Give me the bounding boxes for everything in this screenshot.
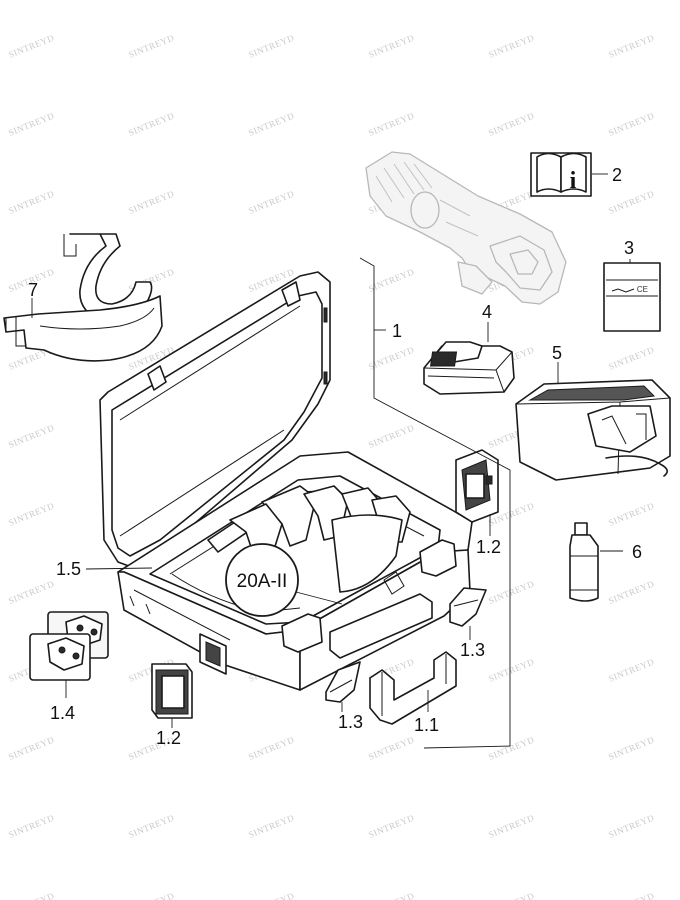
watermark-text: SINTREYD	[607, 32, 656, 59]
case-lid	[99, 271, 331, 569]
watermark-text: SINTREYD	[487, 734, 536, 761]
watermark-text: SINTREYD	[7, 188, 56, 215]
watermark-text: SINTREYD	[607, 110, 656, 137]
label-holder-right	[455, 449, 499, 523]
watermark-text: SINTREYD	[487, 578, 536, 605]
watermark-text: SINTREYD	[487, 656, 536, 683]
watermark-text: SINTREYD	[487, 890, 536, 900]
watermark-text: SINTREYD	[367, 812, 416, 839]
press-tool-ghost	[365, 151, 567, 305]
watermark-text: SINTREYD	[367, 110, 416, 137]
latch-bottom	[325, 661, 361, 703]
watermark-text: SINTREYD	[487, 110, 536, 137]
watermark-text: SINTREYD	[247, 734, 296, 761]
watermark-text: SINTREYD	[367, 890, 416, 900]
watermark-text: SINTREYD	[7, 812, 56, 839]
watermark-text: SINTREYD	[247, 110, 296, 137]
watermark-text: SINTREYD	[247, 188, 296, 215]
callout-1-3-bottom: 1.3	[338, 712, 363, 732]
callout-3: 3	[624, 238, 634, 258]
watermark-text: SINTREYD	[607, 734, 656, 761]
watermark-text: SINTREYD	[247, 890, 296, 900]
manual-icon: i	[530, 152, 592, 197]
watermark-text: SINTREYD	[7, 890, 56, 900]
watermark-text: SINTREYD	[127, 890, 176, 900]
certificate-card: CE	[603, 262, 661, 332]
watermark-text: SINTREYD	[487, 812, 536, 839]
callout-1-5: 1.5	[56, 559, 81, 579]
watermark-text: SINTREYD	[607, 578, 656, 605]
case-body	[117, 451, 473, 691]
manual-info-glyph: i	[570, 168, 577, 194]
callout-5: 5	[552, 343, 562, 363]
callout-1-2-left: 1.2	[156, 728, 181, 748]
watermark-text: SINTREYD	[127, 110, 176, 137]
watermark-text: SINTREYD	[127, 812, 176, 839]
jaw-insert-stack	[29, 611, 109, 681]
watermark-text: SINTREYD	[607, 812, 656, 839]
watermark-text: SINTREYD	[247, 812, 296, 839]
callout-1-2-right: 1.2	[476, 537, 501, 557]
watermark-text: SINTREYD	[607, 890, 656, 900]
watermark-text: SINTREYD	[7, 422, 56, 449]
callout-6: 6	[632, 542, 642, 562]
watermark-text: SINTREYD	[607, 188, 656, 215]
carry-handle	[369, 651, 457, 725]
callout-4: 4	[482, 302, 492, 322]
watermark-text: SINTREYD	[127, 188, 176, 215]
shoulder-strap	[3, 233, 163, 362]
oil-bottle	[569, 522, 599, 602]
callout-1-4: 1.4	[50, 703, 75, 723]
latch-right	[449, 587, 487, 627]
watermark-text: SINTREYD	[367, 734, 416, 761]
watermark-text: SINTREYD	[247, 32, 296, 59]
watermark-text: SINTREYD	[607, 656, 656, 683]
callout-7: 7	[28, 280, 38, 300]
watermark-text: SINTREYD	[487, 32, 536, 59]
watermark-text: SINTREYD	[607, 344, 656, 371]
watermark-text: SINTREYD	[7, 734, 56, 761]
callout-1-1: 1.1	[414, 715, 439, 735]
callout-1: 1	[392, 321, 402, 341]
watermark-text: SINTREYD	[607, 500, 656, 527]
watermark-text: SINTREYD	[127, 32, 176, 59]
watermark-text: SINTREYD	[367, 32, 416, 59]
label-holder-left	[151, 663, 193, 719]
watermark-text: SINTREYD	[367, 422, 416, 449]
charger	[515, 379, 671, 481]
watermark-text: SINTREYD	[7, 110, 56, 137]
callout-1-3-right: 1.3	[460, 640, 485, 660]
certificate-mark: CE	[637, 285, 648, 294]
jaw-set-badge-label: 20A-II	[237, 571, 288, 592]
watermark-text: SINTREYD	[7, 500, 56, 527]
callout-2: 2	[612, 165, 622, 185]
watermark-text: SINTREYD	[7, 32, 56, 59]
battery-pack	[423, 341, 515, 395]
jaw-set-badge: 20A-II	[225, 543, 343, 617]
watermark-text: SINTREYD	[7, 578, 56, 605]
